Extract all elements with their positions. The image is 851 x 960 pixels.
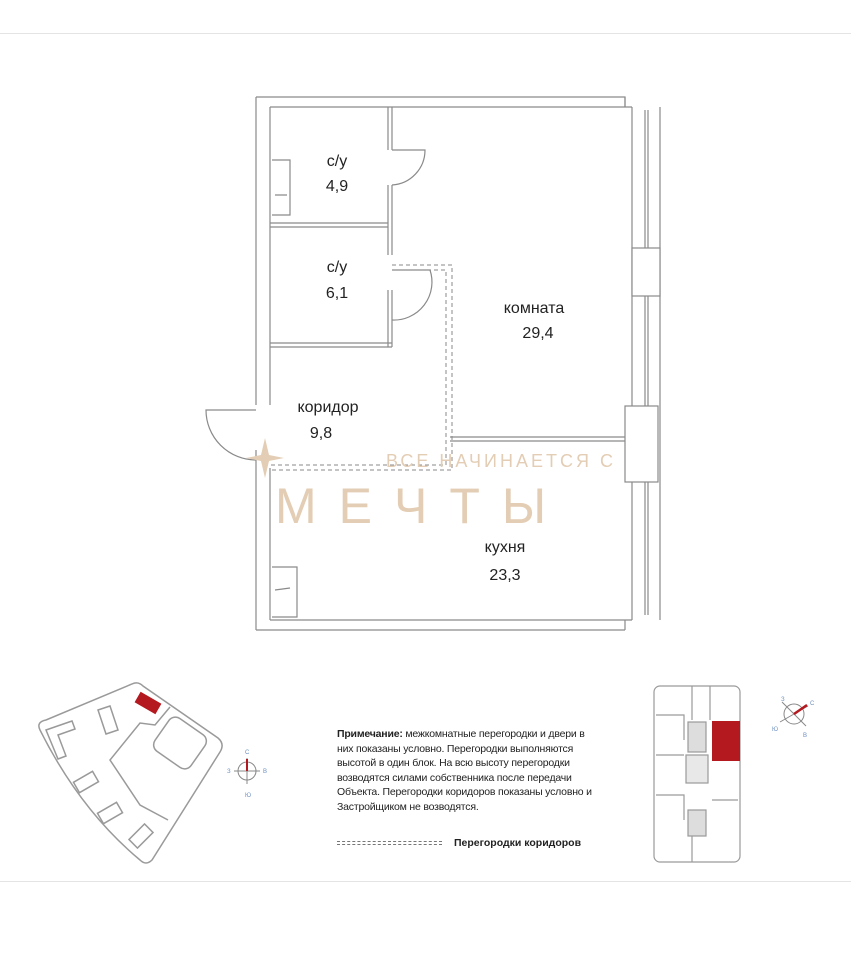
page-frame bbox=[0, 33, 851, 882]
column bbox=[631, 247, 661, 297]
room-name: с/у bbox=[327, 259, 347, 276]
svg-text:С: С bbox=[810, 701, 815, 707]
legend: Перегородки коридоров bbox=[337, 837, 602, 849]
compass-icon: З С Ю В bbox=[772, 697, 815, 739]
note-text: Примечание: межкомнатные перегородки и д… bbox=[337, 727, 597, 814]
svg-text:С: С bbox=[245, 750, 250, 756]
apartment-highlight bbox=[712, 721, 740, 761]
compass-icon: С Ю З В bbox=[227, 750, 267, 799]
room-area: 29,4 bbox=[522, 325, 553, 342]
right-facade bbox=[624, 97, 661, 630]
bathroom-wall bbox=[270, 107, 393, 348]
svg-text:Ю: Ю bbox=[772, 727, 778, 733]
site-plan bbox=[38, 682, 223, 864]
fixture bbox=[272, 159, 291, 216]
svg-text:З: З bbox=[227, 769, 231, 775]
entrance-door-arc bbox=[205, 409, 257, 461]
svg-text:Ю: Ю bbox=[245, 793, 251, 799]
column bbox=[624, 405, 659, 483]
room-area: 4,9 bbox=[326, 178, 348, 195]
legend-label: Перегородки коридоров bbox=[454, 837, 582, 849]
room-name: комната bbox=[504, 300, 565, 317]
floor-key-plan bbox=[653, 685, 741, 863]
door-arc bbox=[391, 149, 426, 186]
note-title: Примечание: bbox=[337, 728, 403, 740]
watermark-line1: ВСЕ НАЧИНАЕТСЯ С bbox=[386, 451, 616, 471]
room-name: с/у bbox=[327, 153, 347, 170]
room-area: 6,1 bbox=[326, 285, 348, 302]
watermark-logo: ВСЕ НАЧИНАЕТСЯ С МЕЧТЫ bbox=[246, 438, 616, 534]
room-kitchen-wall bbox=[450, 436, 625, 442]
svg-text:В: В bbox=[263, 769, 267, 775]
room-area: 23,3 bbox=[489, 567, 520, 584]
corridor-partition-dashed bbox=[270, 264, 453, 471]
watermark-line2: МЕЧТЫ bbox=[275, 478, 568, 534]
svg-text:З: З bbox=[781, 697, 785, 703]
door-arc bbox=[391, 269, 433, 321]
outer-wall bbox=[255, 96, 632, 405]
note-body: межкомнатные перегородки и двери в них п… bbox=[337, 728, 592, 813]
dashed-line-sample bbox=[337, 841, 442, 845]
svg-text:В: В bbox=[803, 733, 807, 739]
room-area: 9,8 bbox=[310, 425, 332, 442]
room-name: кухня bbox=[485, 539, 526, 556]
building-highlight bbox=[134, 691, 162, 715]
fixture bbox=[272, 566, 298, 618]
room-name: коридор bbox=[297, 399, 358, 416]
left-wall-lower bbox=[255, 450, 632, 631]
